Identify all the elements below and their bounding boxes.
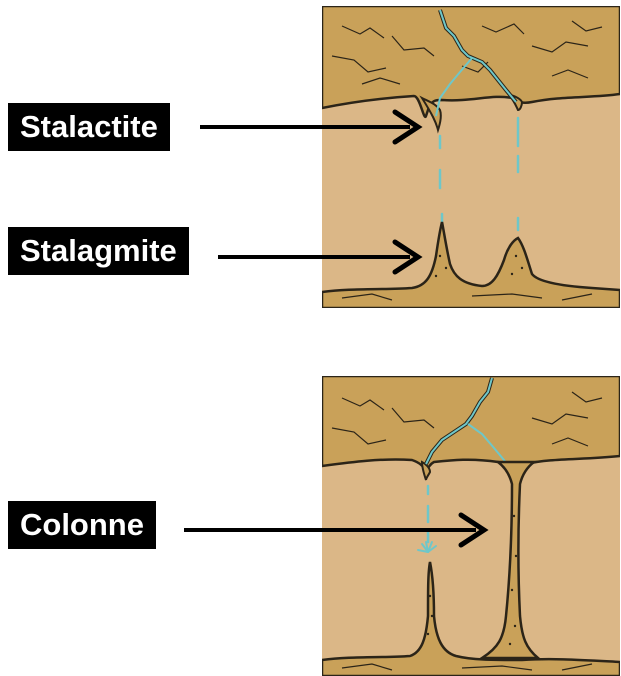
- arrow-stalagmite: [218, 242, 418, 272]
- arrow-colonne: [184, 515, 484, 545]
- arrow-stalactite: [200, 112, 418, 142]
